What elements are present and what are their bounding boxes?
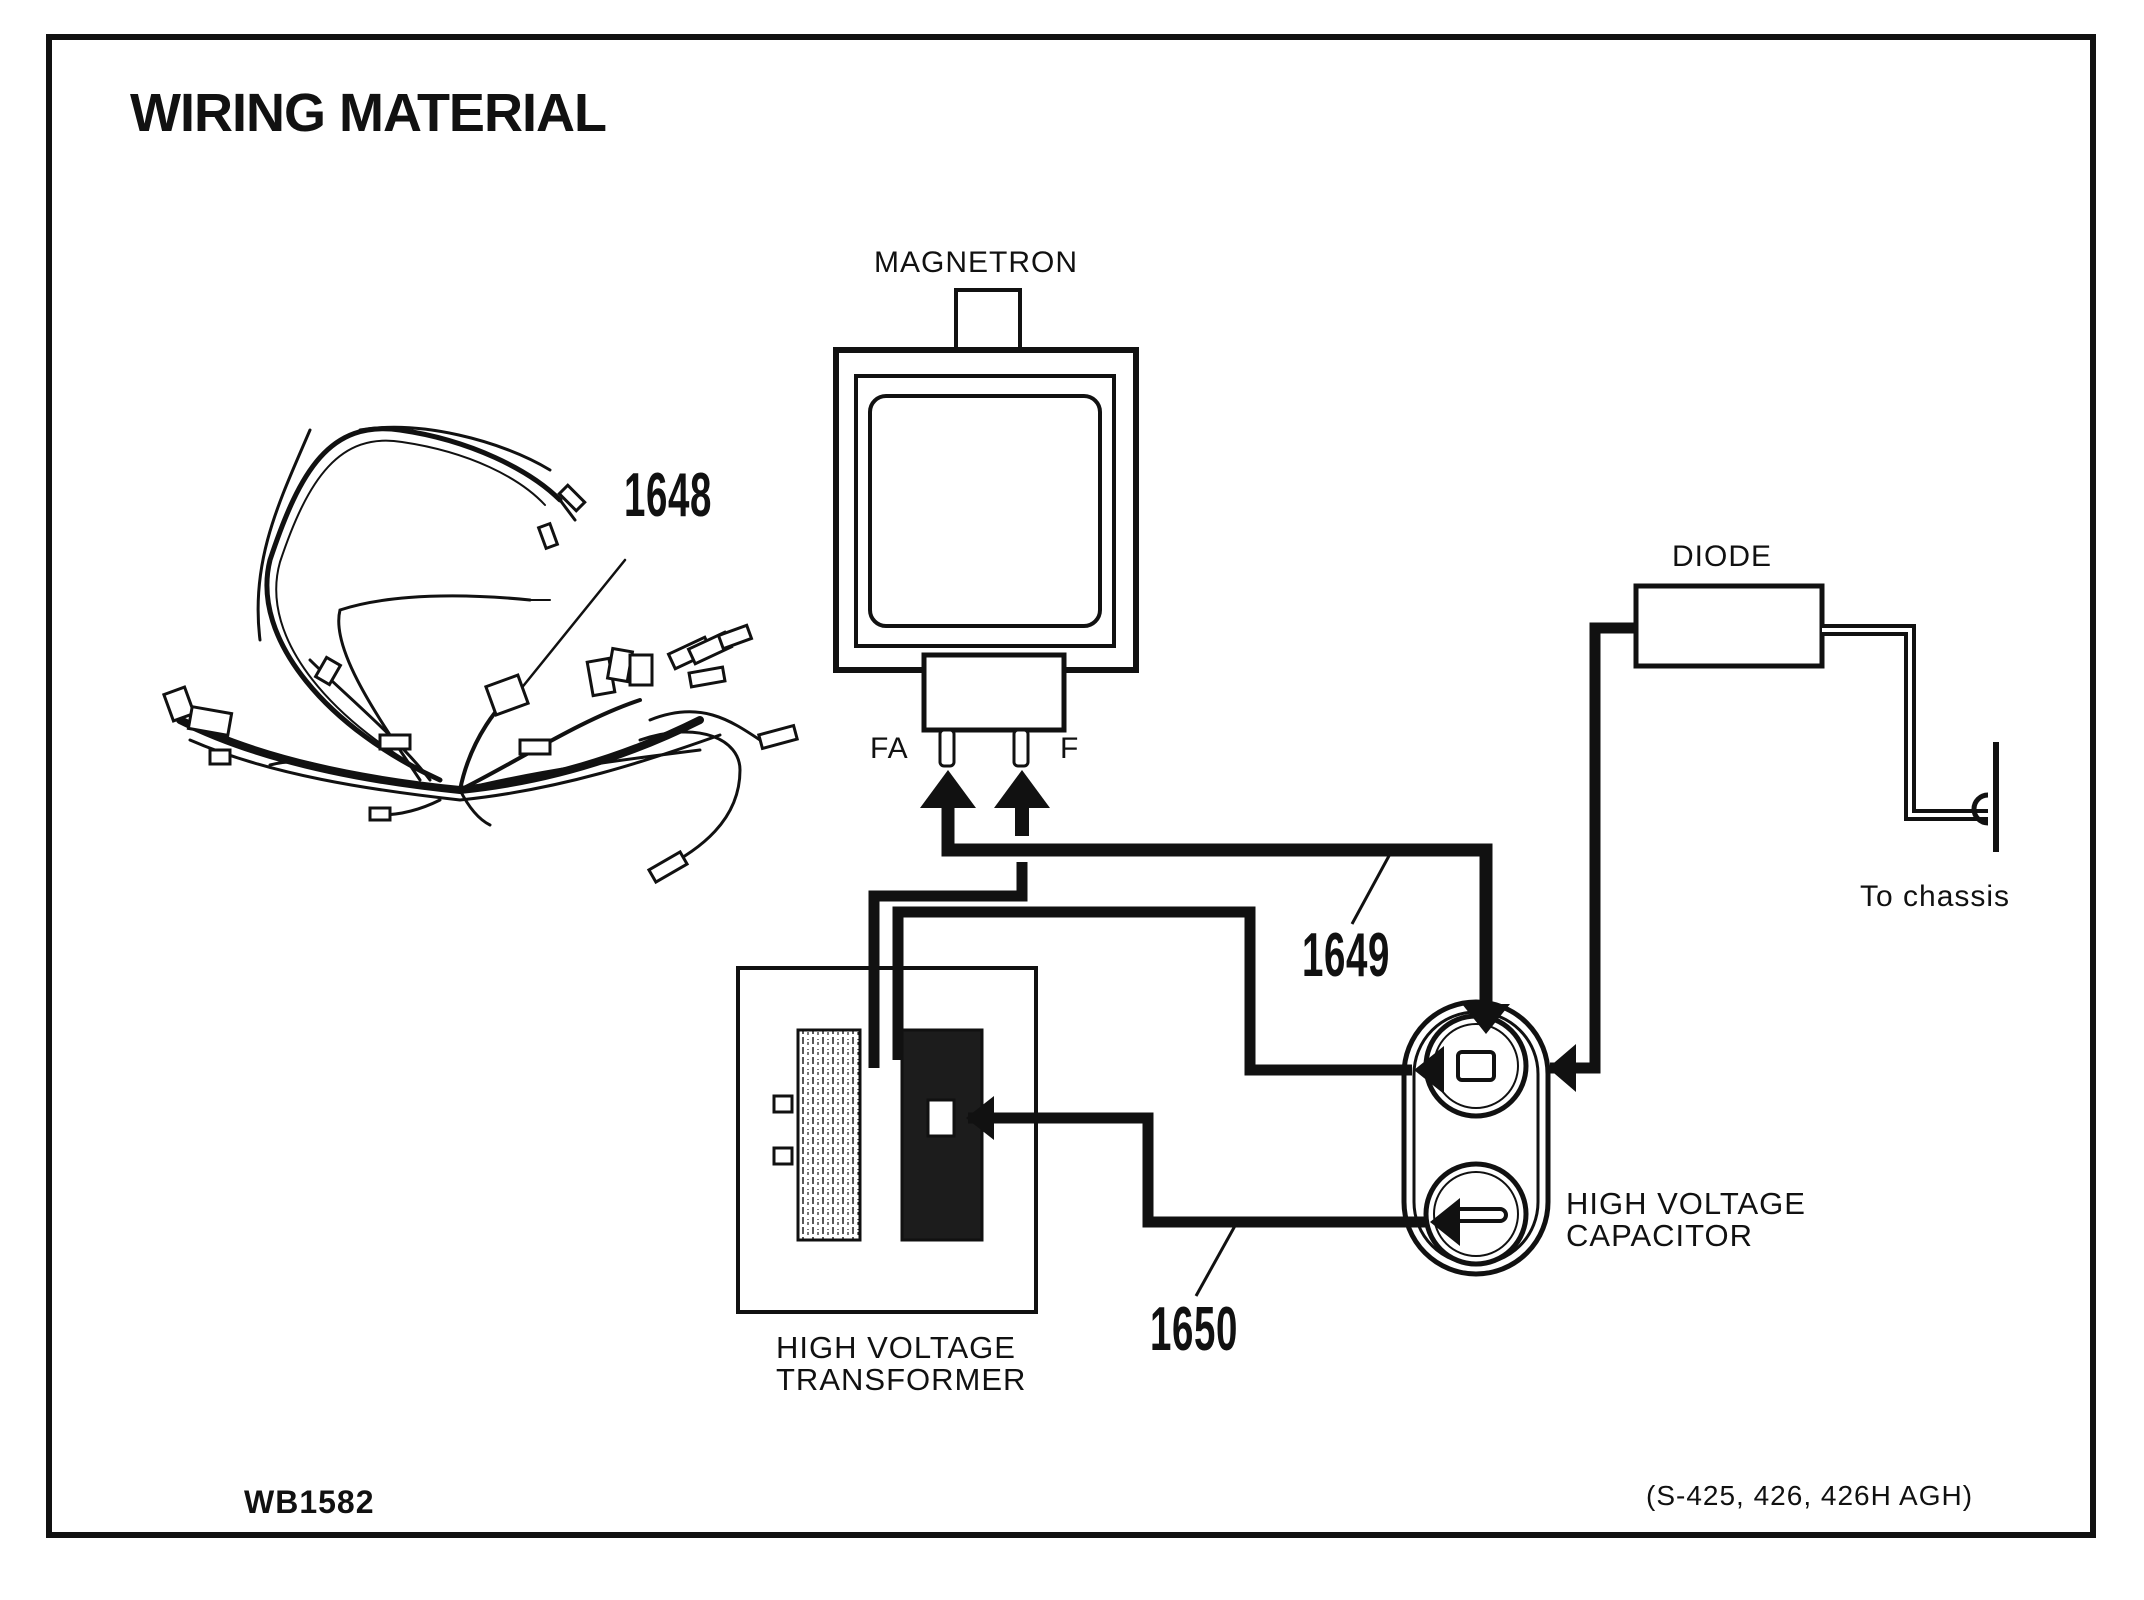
- wires: [868, 622, 1636, 1228]
- figure-code: WB1582: [244, 1484, 375, 1520]
- capacitor-label-line1: HIGH VOLTAGE: [1566, 1186, 1806, 1221]
- magnetron-label: MAGNETRON: [874, 246, 1078, 279]
- wire-1649: [941, 805, 1493, 1014]
- transformer-label-line1: HIGH VOLTAGE: [776, 1330, 1016, 1365]
- magnetron: [833, 288, 1139, 768]
- wire-diode: [1550, 622, 1636, 1074]
- high-voltage-transformer: [736, 966, 1038, 1314]
- diagram-frame: [46, 34, 2096, 1538]
- wire-transformer-loop: [868, 862, 1028, 1068]
- leader-lines: [1194, 853, 1392, 1297]
- terminal-f-label: F: [1060, 732, 1080, 765]
- part-number-1650: 1650: [1150, 1295, 1239, 1364]
- wire-1650: [968, 1112, 1428, 1228]
- model-numbers: (S-425, 426, 426H AGH): [1646, 1480, 1974, 1511]
- harness-connectors: [161, 483, 800, 885]
- transformer-label-line2: TRANSFORMER: [776, 1362, 1027, 1397]
- part-number-1649: 1649: [1302, 921, 1391, 990]
- part-number-1648: 1648: [624, 461, 713, 530]
- terminal-fa-label: FA: [870, 732, 909, 765]
- arrowheads: [920, 770, 1576, 1246]
- diode-label: DIODE: [1672, 540, 1773, 573]
- diode: [1633, 583, 1988, 821]
- diagram-title: WIRING MATERIAL: [130, 83, 607, 143]
- wire-to-capacitor-top: [892, 906, 1412, 1076]
- chassis-label: To chassis: [1860, 880, 2011, 913]
- high-voltage-capacitor: [1401, 999, 1551, 1277]
- capacitor-label-line2: CAPACITOR: [1566, 1218, 1753, 1253]
- chassis-ground: [1971, 742, 1999, 852]
